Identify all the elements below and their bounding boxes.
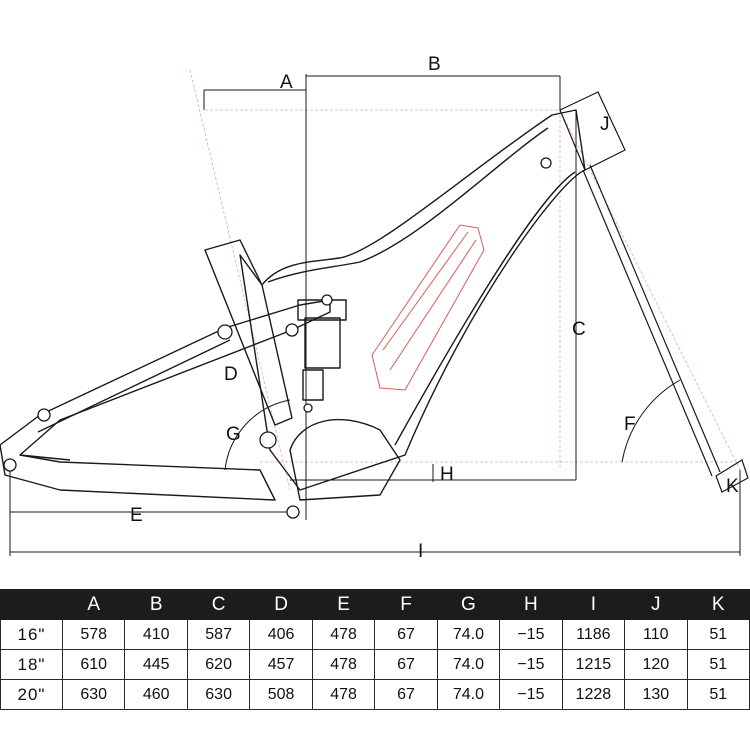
table-cell: 67 xyxy=(374,649,438,680)
table-cell: 74.0 xyxy=(436,649,501,680)
table-row: 20" 630 460 630 508 478 67 74.0 −15 1228… xyxy=(0,679,750,710)
table-cell: 610 xyxy=(61,649,126,680)
table-cell: 630 xyxy=(186,679,251,710)
table-header-cell: F xyxy=(374,589,438,620)
table-cell: 578 xyxy=(61,619,126,650)
head-tube-fork xyxy=(559,91,749,493)
table-header-row: A B C D E F G H I J K xyxy=(0,589,750,620)
frame-outline xyxy=(0,109,586,501)
table-cell: 457 xyxy=(249,649,313,680)
label-A: A xyxy=(280,72,293,93)
table-header-cell: D xyxy=(249,589,313,620)
frame-geometry-diagram: A B C D E F G H I J K xyxy=(0,54,749,562)
table-cell: 478 xyxy=(311,619,376,650)
table-row: 18" 610 445 620 457 478 67 74.0 −15 1215… xyxy=(0,649,750,680)
table-cell: 130 xyxy=(624,679,688,710)
table-cell: 1186 xyxy=(561,619,626,650)
size-cell: 16" xyxy=(0,619,63,650)
label-I: I xyxy=(418,541,423,562)
dimension-lines xyxy=(9,74,741,556)
table-cell: 110 xyxy=(624,619,688,650)
table-cell: −15 xyxy=(499,619,563,650)
table-cell: 478 xyxy=(311,649,376,680)
table-header-cell: K xyxy=(686,589,750,620)
label-E: E xyxy=(130,505,143,526)
geometry-table: A B C D E F G H I J K 16" 578 410 587 40… xyxy=(0,589,750,710)
table-header-cell xyxy=(0,589,63,620)
label-C: C xyxy=(572,319,586,340)
label-H: H xyxy=(440,464,454,485)
label-K: K xyxy=(726,476,739,497)
label-F: F xyxy=(624,414,636,435)
table-cell: 74.0 xyxy=(436,619,501,650)
table-cell: 51 xyxy=(686,649,750,680)
label-G: G xyxy=(226,424,241,445)
table-cell: −15 xyxy=(499,679,563,710)
battery-outline xyxy=(371,224,485,391)
table-header-cell: H xyxy=(499,589,563,620)
table-header-cell: J xyxy=(624,589,688,620)
table-cell: 1228 xyxy=(561,679,626,710)
table-cell: 51 xyxy=(686,679,750,710)
table-cell: 120 xyxy=(624,649,688,680)
table-cell: 67 xyxy=(374,679,438,710)
table-header-cell: A xyxy=(61,589,126,620)
table-cell: 630 xyxy=(61,679,126,710)
table-cell: 410 xyxy=(124,619,188,650)
table-cell: 478 xyxy=(311,679,376,710)
table-cell: 74.0 xyxy=(436,679,501,710)
table-cell: 587 xyxy=(186,619,251,650)
table-header-cell: B xyxy=(124,589,188,620)
table-cell: 445 xyxy=(124,649,188,680)
table-header-cell: G xyxy=(436,589,501,620)
label-B: B xyxy=(428,54,441,75)
table-cell: 51 xyxy=(686,619,750,650)
table-header-cell: E xyxy=(311,589,376,620)
construction-lines xyxy=(189,69,741,491)
table-row: 16" 578 410 587 406 478 67 74.0 −15 1186… xyxy=(0,619,750,650)
size-cell: 18" xyxy=(0,649,63,680)
table-header-cell: I xyxy=(561,589,626,620)
size-cell: 20" xyxy=(0,679,63,710)
label-J: J xyxy=(600,114,610,135)
table-cell: 67 xyxy=(374,619,438,650)
table-cell: −15 xyxy=(499,649,563,680)
pivot-points xyxy=(3,157,552,519)
table-cell: 1215 xyxy=(561,649,626,680)
label-D: D xyxy=(224,364,238,385)
table-header-cell: C xyxy=(186,589,251,620)
table-cell: 620 xyxy=(186,649,251,680)
table-cell: 508 xyxy=(249,679,313,710)
table-cell: 460 xyxy=(124,679,188,710)
table-cell: 406 xyxy=(249,619,313,650)
